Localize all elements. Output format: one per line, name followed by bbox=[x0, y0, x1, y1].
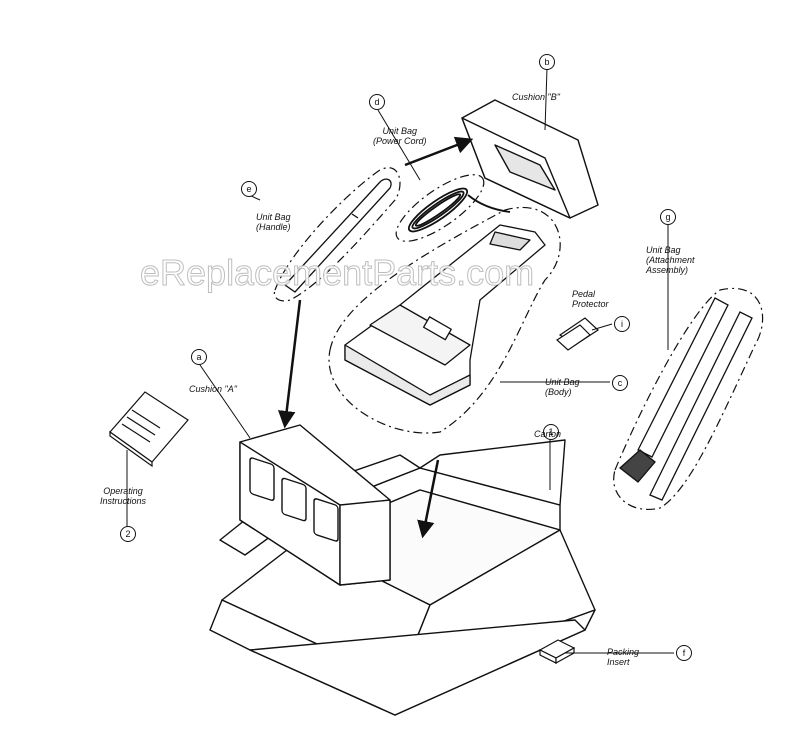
callout-e: e bbox=[241, 181, 257, 197]
packing-insert bbox=[538, 639, 576, 665]
label-cushion-b: Cushion "B" bbox=[512, 92, 560, 102]
assembly-arrows bbox=[277, 136, 474, 539]
operating-instructions bbox=[109, 391, 189, 468]
callout-1: 1 bbox=[543, 424, 559, 440]
handle bbox=[284, 178, 392, 293]
watermark: eReplacementParts.com bbox=[139, 252, 535, 294]
callout-b: b bbox=[539, 54, 555, 70]
vacuum-body bbox=[344, 224, 546, 406]
label-operating-instructions: Operating Instructions bbox=[100, 486, 147, 506]
callout-f: f bbox=[676, 645, 692, 661]
label-unit-bag-power-cord: Unit Bag (Power Cord) bbox=[373, 126, 427, 146]
attachment-assembly bbox=[618, 297, 753, 501]
label-unit-bag-attachment: Unit Bag (Attachment Assembly) bbox=[646, 245, 695, 275]
callout-a: a bbox=[191, 349, 207, 365]
callout-d: d bbox=[369, 94, 385, 110]
label-unit-bag-body: Unit Bag (Body) bbox=[545, 377, 580, 397]
bag-attachment-outline bbox=[613, 287, 764, 510]
label-carton: Carton bbox=[534, 429, 562, 439]
cushion-a bbox=[239, 424, 391, 586]
bag-body-outline bbox=[328, 207, 561, 434]
callout-c: c bbox=[612, 375, 628, 391]
leader-lines bbox=[126, 67, 674, 654]
label-unit-bag-handle: Unit Bag (Handle) bbox=[256, 212, 291, 232]
callout-i: i bbox=[614, 316, 630, 332]
cushion-b bbox=[461, 99, 599, 219]
label-cushion-a: Cushion "A" bbox=[189, 384, 237, 394]
label-pedal-protector: Pedal Protector bbox=[572, 289, 609, 309]
bag-handle-outline bbox=[273, 167, 401, 302]
bag-cord-outline bbox=[395, 174, 485, 242]
pedal-protector bbox=[556, 317, 599, 351]
callout-g: g bbox=[660, 209, 676, 225]
power-cord bbox=[407, 187, 511, 233]
label-packing-insert: Packing Insert bbox=[607, 647, 640, 667]
callout-2: 2 bbox=[120, 526, 136, 542]
